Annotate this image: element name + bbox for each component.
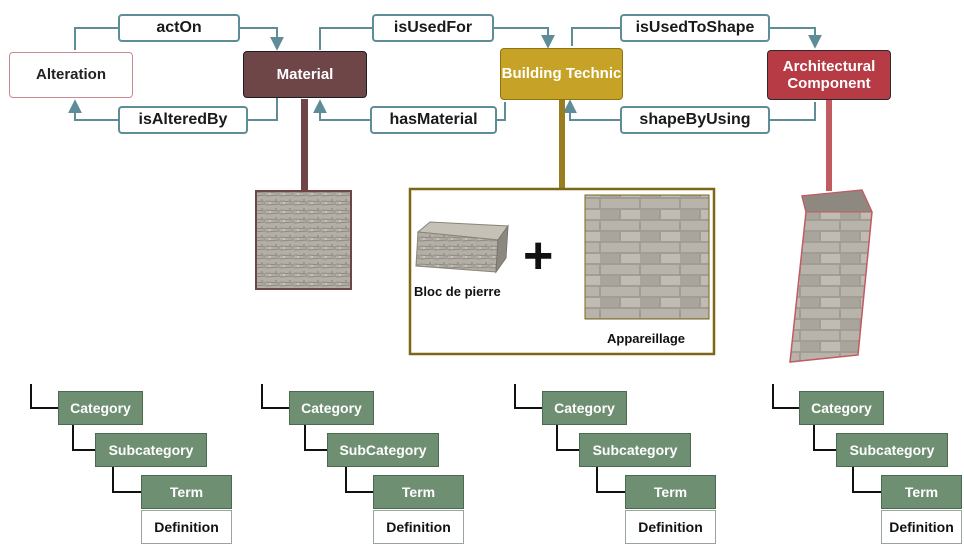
taxonomy-subcategory: SubCategory: [327, 433, 439, 467]
taxonomy-lines: [30, 384, 881, 493]
architectural-component-concept: Architectural Component: [767, 50, 891, 100]
taxonomy-definition: Definition: [881, 510, 962, 544]
taxonomy-term: Term: [373, 475, 464, 509]
taxonomy-definition: Definition: [373, 510, 464, 544]
arrow-isusedtoshape: [571, 27, 822, 49]
technic-stem: [559, 99, 565, 189]
masonry-image: [584, 194, 710, 320]
stone-block-image: [415, 221, 509, 274]
relation-acton: actOn: [118, 14, 240, 42]
material-stem: [301, 99, 308, 192]
taxonomy-term: Term: [625, 475, 716, 509]
pillar-image: [789, 189, 873, 363]
appareillage-caption: Appareillage: [607, 331, 686, 346]
arrow-shapebyusing: [563, 99, 816, 121]
taxonomy-definition: Definition: [141, 510, 232, 544]
taxonomy-category: Category: [799, 391, 884, 425]
taxonomy-category: Category: [289, 391, 374, 425]
taxonomy-term: Term: [141, 475, 232, 509]
arrow-hasmaterial: [313, 99, 506, 121]
taxonomy-subcategory: Subcategory: [95, 433, 207, 467]
taxonomy-category: Category: [542, 391, 627, 425]
relation-shapebyusing: shapeByUsing: [620, 106, 770, 134]
relation-isusedtoshape: isUsedToShape: [620, 14, 770, 42]
component-stem: [826, 99, 832, 191]
taxonomy-definition: Definition: [625, 510, 716, 544]
taxonomy-category: Category: [58, 391, 143, 425]
taxonomy-subcategory: Subcategory: [836, 433, 948, 467]
relation-isusedfor: isUsedFor: [372, 14, 494, 42]
bloc-caption: Bloc de pierre: [414, 284, 501, 299]
arrow-isusedfor: [319, 27, 555, 50]
material-concept: Material: [243, 51, 367, 98]
arrow-acton: [74, 27, 284, 51]
arrow-isalteredby: [68, 98, 278, 121]
alteration-concept: Alteration: [9, 52, 133, 98]
taxonomy-term: Term: [881, 475, 962, 509]
relation-isalteredby: isAlteredBy: [118, 106, 248, 134]
material-stone-image: [255, 190, 352, 290]
building-technic-concept: Building Technic: [500, 48, 623, 100]
taxonomy-subcategory: Subcategory: [579, 433, 691, 467]
plus-sign: +: [523, 227, 554, 285]
relation-hasmaterial: hasMaterial: [370, 106, 497, 134]
